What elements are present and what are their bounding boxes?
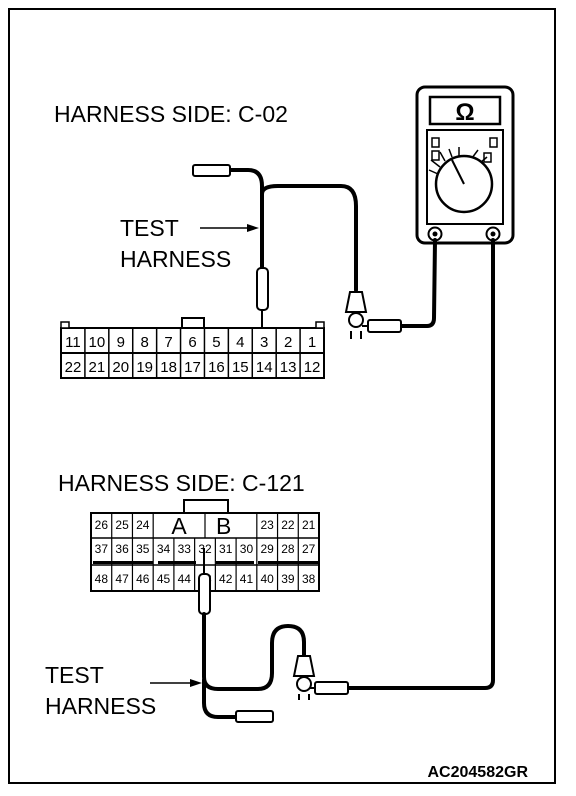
c121-pin-label: 41	[240, 572, 254, 586]
c121-pin-label: 24	[136, 518, 150, 532]
c121-pin-label: 26	[95, 518, 109, 532]
ohm-symbol: Ω	[455, 99, 474, 126]
v-lead-wire	[345, 238, 495, 690]
c121-pin-label: 48	[95, 572, 109, 586]
test-harness-bottom-arrow	[150, 679, 202, 687]
c121-pin-label: 46	[136, 572, 150, 586]
c121-pin-label: 30	[240, 542, 254, 556]
test-harness-top-line1: TEST	[120, 215, 179, 241]
test-harness-bottom-line1: TEST	[45, 662, 104, 688]
c121-pin-label: A	[171, 513, 187, 539]
c02-pin-label: 20	[112, 359, 129, 376]
c02-pin-label: 17	[184, 359, 201, 376]
c121-pin-label: 36	[115, 542, 129, 556]
com-lead-wire	[398, 238, 437, 328]
bottom-harness-plug	[235, 710, 274, 723]
c121-pin-label: 27	[302, 542, 316, 556]
c121-pin-label: 38	[302, 572, 316, 586]
c02-pin-label: 11	[65, 334, 81, 351]
test-harness-top-arrow	[200, 224, 259, 232]
c121-pin-label: 47	[115, 572, 129, 586]
c121-pin-label: 25	[115, 518, 129, 532]
c02-pin-label: 19	[136, 359, 153, 376]
c121-pin-label: 28	[281, 542, 295, 556]
c121-pin-label: 29	[261, 542, 275, 556]
c121-pin-label: 21	[302, 518, 316, 532]
c02-pin-label: 3	[260, 334, 268, 351]
c02-pin-label: 16	[208, 359, 225, 376]
c02-pin-label: 10	[89, 334, 106, 351]
c02-pin-label: 8	[141, 334, 149, 351]
c02-pin-label: 4	[236, 334, 244, 351]
c121-pin-label: 22	[281, 518, 295, 532]
c02-pin-label: 18	[160, 359, 177, 376]
multimeter: Ω	[415, 85, 515, 245]
c02-pin-label: 7	[164, 334, 172, 351]
figure-code: AC204582GR	[428, 764, 529, 781]
c02-pin-label: 1	[308, 334, 316, 351]
c121-pin-label: 23	[261, 518, 275, 532]
bottom-meter-lead-wire	[202, 612, 306, 691]
c02-pin-label: 6	[188, 334, 196, 351]
bottom-clip	[292, 655, 349, 700]
c02-probe	[256, 267, 269, 332]
top-meter-lead-wire	[260, 184, 358, 292]
test-harness-bottom-line2: HARNESS	[45, 693, 156, 719]
c02-pin-label: 5	[212, 334, 220, 351]
top-harness-plug	[192, 164, 231, 177]
c121-pin-label: 37	[95, 542, 109, 556]
c121-pin-label: 39	[281, 572, 295, 586]
c121-pin-label: 34	[157, 542, 171, 556]
bottom-test-harness-wire	[202, 678, 238, 719]
top-test-harness-wire	[227, 168, 264, 270]
c02-pin-label: 2	[284, 334, 292, 351]
c121-title: HARNESS SIDE: C-121	[58, 470, 305, 496]
test-harness-top-line2: HARNESS	[120, 246, 231, 272]
c121-pin-label: 35	[136, 542, 150, 556]
c121-pin-label: 45	[157, 572, 171, 586]
c121-pin-label: 33	[178, 542, 192, 556]
c121-pin-label: 40	[261, 572, 275, 586]
c02-pin-label: 15	[232, 359, 249, 376]
c121-pin-label: 42	[219, 572, 233, 586]
c02-pin-label: 9	[117, 334, 125, 351]
top-clip	[344, 291, 402, 339]
c02-pin-label: 12	[304, 359, 321, 376]
figure-frame	[8, 8, 556, 784]
c02-pin-label: 13	[280, 359, 297, 376]
c121-pin-label: 32	[198, 542, 212, 556]
c121-pin-label: 44	[178, 572, 192, 586]
c02-title: HARNESS SIDE: C-02	[54, 101, 288, 127]
c121-pin-label: 31	[219, 542, 233, 556]
c02-pin-label: 21	[89, 359, 106, 376]
c02-pin-label: 22	[65, 359, 82, 376]
c121-pin-label: B	[216, 513, 231, 539]
c02-pin-label: 14	[256, 359, 273, 376]
